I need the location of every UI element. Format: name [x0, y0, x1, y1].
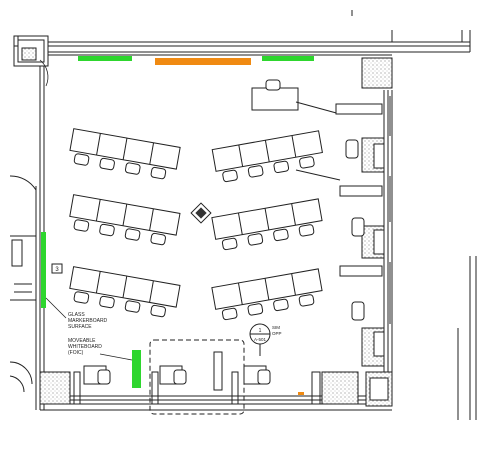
glass-label-line1: GLASS — [68, 312, 85, 318]
callout-sheet-number: A-501 — [254, 337, 267, 342]
glass-label-line3: SURFACE — [68, 324, 92, 330]
desk-cluster-left-top — [69, 128, 181, 180]
tag-label: 3 — [55, 267, 59, 273]
desk-cluster-right-middle — [211, 198, 323, 251]
callout-top-number: 1 — [259, 328, 262, 334]
corner-column-top-left — [13, 35, 49, 87]
glass-label-line2: MARKERBOARD — [68, 318, 108, 324]
sim-label: SIM — [272, 325, 280, 330]
markerboard-top-left — [78, 56, 132, 61]
markerboard-tag: 3 — [51, 263, 63, 274]
markerboard-top-center — [155, 58, 251, 65]
bottom-workstations — [83, 339, 271, 415]
desk-cluster-right-bottom — [211, 268, 323, 321]
moveable-whiteboard-marker — [132, 350, 141, 388]
markerboard-top-right — [262, 56, 314, 61]
whiteboard-label-line1: MOVEABLE — [68, 338, 96, 344]
glass-markerboard-left — [41, 232, 46, 308]
bottom-wall — [39, 371, 392, 411]
desk-cluster-right-top — [211, 130, 323, 183]
desk-cluster-left-middle — [69, 194, 181, 246]
desk-cluster-left-bottom — [69, 266, 181, 318]
top-wall — [48, 10, 471, 56]
orange-stub — [298, 392, 304, 395]
leader-lines — [45, 297, 133, 361]
opp-label: OPP — [272, 331, 282, 336]
column-icon — [190, 202, 212, 224]
section-callout: 1 A-501 — [249, 323, 271, 356]
window-stations — [295, 103, 385, 357]
instructor-desk — [251, 79, 341, 115]
whiteboard-label-line2: WHITEBOARD — [68, 344, 102, 350]
color-markers — [41, 56, 314, 395]
left-wall — [9, 66, 45, 410]
whiteboard-label-line3: (FOIC) — [68, 350, 84, 356]
